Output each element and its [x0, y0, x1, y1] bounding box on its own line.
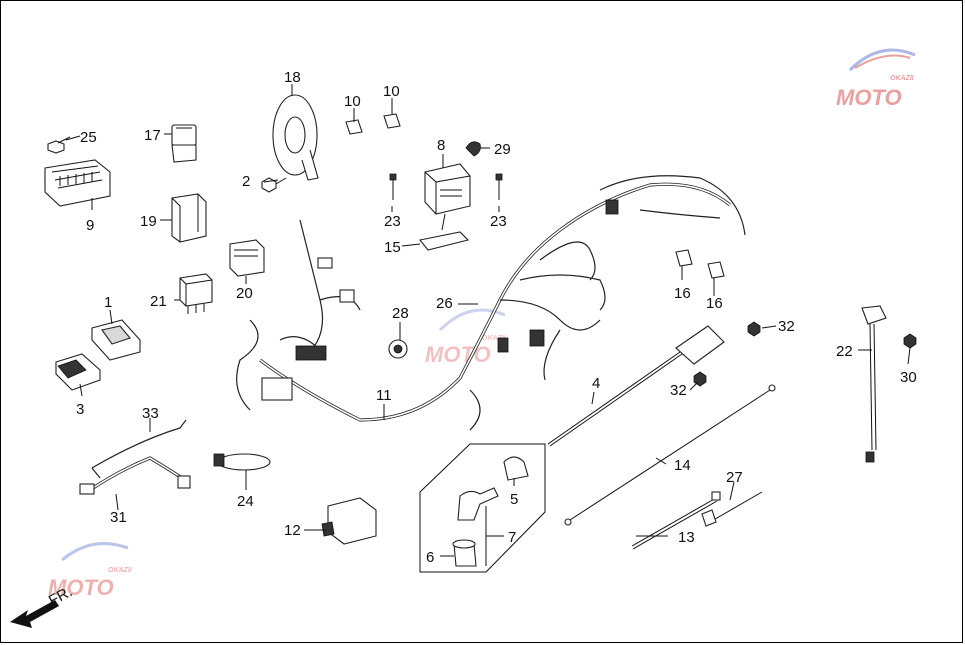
bolt-part-30 — [903, 333, 917, 349]
relay-part-19 — [171, 193, 207, 243]
connector-part-20 — [229, 239, 265, 277]
callout-5: 5 — [510, 491, 518, 508]
fuse-part-16b — [707, 261, 725, 279]
callout-21: 21 — [150, 293, 167, 310]
callout-32b: 32 — [670, 382, 687, 399]
cable-tie-part-27 — [701, 491, 763, 527]
plate-part-15 — [419, 231, 470, 251]
horn-part-18 — [272, 94, 319, 181]
callout-31: 31 — [110, 509, 127, 526]
front-direction-arrow: FR. — [10, 583, 75, 628]
plug-cap-group-box — [419, 443, 546, 573]
grommet-part-28 — [388, 339, 408, 359]
fuse-part-10a — [345, 119, 363, 135]
callout-27: 27 — [726, 469, 743, 486]
callout-29: 29 — [494, 141, 511, 158]
callout-30: 30 — [900, 369, 917, 386]
callout-14: 14 — [674, 457, 691, 474]
watermark-subtext: OKAZII — [108, 567, 133, 574]
callout-16a: 16 — [674, 285, 691, 302]
plug-cap-part-7 — [457, 487, 499, 521]
callout-26: 26 — [436, 295, 453, 312]
watermark-logo-bottom-left: MOTO OKAZII — [48, 542, 133, 600]
callout-6: 6 — [426, 549, 434, 566]
cdi-part-1 — [91, 319, 141, 361]
callout-17: 17 — [144, 127, 161, 144]
boot-part-6 — [452, 539, 477, 567]
watermark-text: MOTO — [425, 342, 491, 367]
regulator-part-9 — [44, 159, 111, 207]
callout-16b: 16 — [706, 295, 723, 312]
callout-12: 12 — [284, 522, 301, 539]
screw-part-25 — [47, 136, 71, 154]
wire-part-33 — [91, 419, 187, 479]
callout-23b: 23 — [490, 213, 507, 230]
callout-20: 20 — [236, 285, 253, 302]
cdi-part-3 — [55, 353, 101, 391]
callout-4: 4 — [592, 375, 600, 392]
bulb-part-29 — [465, 141, 481, 157]
callout-13: 13 — [678, 529, 695, 546]
wiring-harness-part-11 — [236, 175, 746, 431]
watermark-logo-center: MOTO OKAZII — [425, 308, 507, 367]
callout-23a: 23 — [384, 213, 401, 230]
callout-18: 18 — [284, 69, 301, 86]
watermark-logo-top-right: MOTO OKAZII — [836, 48, 916, 110]
callout-22: 22 — [836, 343, 853, 360]
callout-15: 15 — [384, 239, 401, 256]
cable-part-14 — [564, 384, 776, 526]
clamp-part-24 — [213, 453, 271, 471]
watermark-text: MOTO — [48, 575, 114, 600]
bolt-part-32a — [747, 321, 761, 337]
watermark-text: MOTO — [836, 85, 902, 110]
callout-11: 11 — [376, 387, 392, 404]
ignition-coil-part-4 — [547, 325, 725, 447]
callout-24: 24 — [237, 493, 254, 510]
callout-28: 28 — [392, 305, 409, 322]
callouts: 1 2 3 4 5 6 7 8 9 10 10 11 12 13 14 15 1… — [65, 69, 917, 566]
screw-part-23b — [495, 173, 503, 200]
relay-part-21 — [179, 273, 213, 314]
relay-part-17 — [171, 124, 197, 163]
callout-33: 33 — [142, 405, 159, 422]
control-unit-part-8 — [424, 163, 471, 231]
cable-tie-part-13 — [631, 491, 721, 550]
sensor-part-22 — [861, 305, 887, 463]
callout-3: 3 — [76, 401, 84, 418]
module-part-12 — [321, 497, 377, 545]
screw-part-23a — [389, 173, 397, 200]
watermark-subtext: OKAZII — [890, 75, 915, 82]
callout-9: 9 — [86, 217, 94, 234]
plug-cap-part-5 — [503, 456, 529, 481]
callout-8: 8 — [437, 137, 445, 154]
callout-7: 7 — [508, 529, 516, 546]
wire-part-31 — [79, 456, 191, 495]
fuse-part-16a — [675, 249, 693, 267]
callout-1: 1 — [104, 294, 112, 311]
callout-19: 19 — [140, 213, 157, 230]
callout-25: 25 — [80, 129, 97, 146]
watermark-subtext: OKAZII — [482, 335, 507, 342]
callout-2: 2 — [242, 173, 250, 190]
callout-10a: 10 — [344, 93, 361, 110]
fuse-part-10b — [383, 113, 401, 129]
callout-10b: 10 — [383, 83, 400, 100]
callout-32a: 32 — [778, 318, 795, 335]
